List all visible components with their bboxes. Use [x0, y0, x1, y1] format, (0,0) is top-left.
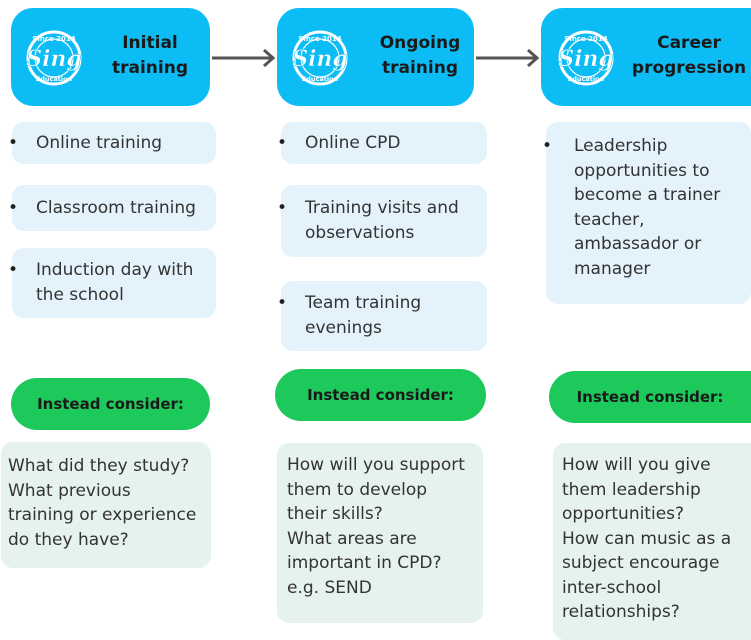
header-ongoing-training: Since 2014 Sing Education Ongoing traini… — [277, 8, 474, 106]
column-title: Ongoing training — [379, 33, 461, 78]
svg-text:Sing: Sing — [26, 46, 82, 72]
sing-education-logo: Since 2014 Sing Education — [558, 30, 614, 86]
svg-text:Sing: Sing — [558, 46, 614, 72]
svg-text:Education: Education — [36, 75, 73, 83]
list-item: • Leadership opportunities to become a t… — [542, 122, 751, 304]
instead-consider-label: Instead consider: — [11, 378, 210, 430]
consider-questions: What did they study? What previous train… — [1, 442, 211, 568]
arrow-right-icon — [212, 48, 276, 68]
list-item: • Online training — [8, 122, 216, 164]
svg-text:Since 2014: Since 2014 — [298, 35, 341, 43]
header-career-progression: Since 2014 Sing Education Career progres… — [541, 8, 751, 106]
list-item: • Team training evenings — [277, 281, 487, 351]
list-item: • Induction day with the school — [8, 248, 216, 318]
svg-text:Since 2014: Since 2014 — [564, 35, 607, 43]
list-item: • Classroom training — [8, 185, 216, 231]
svg-text:Education: Education — [568, 75, 605, 83]
sing-education-logo: Since 2014 Sing Education — [26, 30, 82, 86]
instead-consider-label: Instead consider: — [549, 371, 751, 423]
arrow-right-icon — [476, 48, 540, 68]
header-initial-training: Since 2014 Sing Education Initial traini… — [11, 8, 210, 106]
consider-questions: How will you support them to develop the… — [277, 443, 483, 623]
consider-questions: How will you give them leadership opport… — [553, 443, 751, 640]
svg-text:Since 2014: Since 2014 — [32, 35, 75, 43]
column-title: Initial training — [111, 33, 188, 78]
svg-text:Education: Education — [302, 75, 339, 83]
svg-text:Sing: Sing — [292, 46, 348, 72]
list-item: • Training visits and observations — [277, 185, 487, 257]
sing-education-logo: Since 2014 Sing Education — [292, 30, 348, 86]
list-item: • Online CPD — [277, 122, 487, 164]
column-title: Career progression — [631, 33, 747, 78]
instead-consider-label: Instead consider: — [275, 369, 486, 421]
